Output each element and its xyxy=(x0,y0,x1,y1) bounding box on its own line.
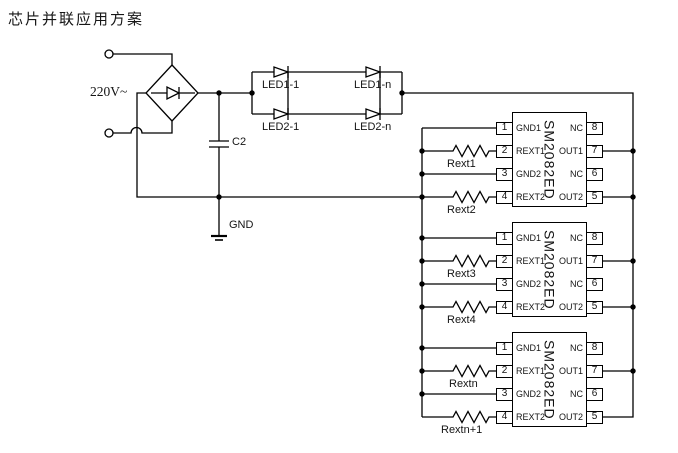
pin-3: 3 xyxy=(496,168,513,181)
pin-1: 1 xyxy=(496,122,513,135)
led2-first-label: LED2-1 xyxy=(262,121,300,133)
resistor-icon xyxy=(450,190,492,204)
wire-hop xyxy=(113,121,173,134)
resistor-label-rext3: Rext3 xyxy=(447,268,476,280)
pin-5: 5 xyxy=(586,411,603,424)
ac-source-label: 220V~ xyxy=(90,84,128,99)
pin-5: 5 xyxy=(586,301,603,314)
capacitor-label: C2 xyxy=(232,136,247,148)
resistor-label-rext2: Rext2 xyxy=(447,204,476,216)
pin-1: 1 xyxy=(496,342,513,355)
pin-3: 3 xyxy=(496,388,513,401)
chip-body xyxy=(512,222,587,317)
chip-sm2082ed-2: SM2082ED 1 2 3 4 8 7 6 5 GND1 REXT1 GND2… xyxy=(496,222,603,317)
pin-1: 1 xyxy=(496,232,513,245)
pin-label-nc: NC xyxy=(570,169,583,179)
pin-6: 6 xyxy=(586,388,603,401)
resistor-label-rext1: Rext1 xyxy=(447,158,476,170)
pin-label-gnd1: GND1 xyxy=(516,343,542,353)
led-matrix xyxy=(251,66,403,120)
chip-body xyxy=(512,112,587,207)
pin-4: 4 xyxy=(496,191,513,204)
pin-label-out1: OUT1 xyxy=(558,366,583,376)
pin-label-nc: NC xyxy=(570,343,583,353)
resistor-label-rextn1: Rextn+1 xyxy=(441,424,483,436)
pin-label-gnd1: GND1 xyxy=(516,123,542,133)
pin-8: 8 xyxy=(586,232,603,245)
pin-2: 2 xyxy=(496,145,513,158)
pin-label-rext2: REXT2 xyxy=(516,192,546,202)
pin-label-rext1: REXT1 xyxy=(516,366,546,376)
chip-body xyxy=(512,332,587,427)
resistor-icon xyxy=(450,410,492,424)
pin-label-nc: NC xyxy=(570,233,583,243)
pin-5: 5 xyxy=(586,191,603,204)
ground-label: GND xyxy=(229,219,254,231)
pin-4: 4 xyxy=(496,411,513,424)
chip-sm2082ed-1: SM2082ED 1 2 3 4 8 7 6 5 GND1 REXT1 GND2… xyxy=(496,112,603,207)
led1-first-label: LED1-1 xyxy=(262,79,300,91)
page-title: 芯片并联应用方案 xyxy=(8,11,145,28)
pin-6: 6 xyxy=(586,278,603,291)
pin-label-out2: OUT2 xyxy=(558,192,583,202)
pin-label-out1: OUT1 xyxy=(558,256,583,266)
resistor-icon xyxy=(450,364,492,378)
ground-symbol xyxy=(211,197,227,241)
led-diode-icon xyxy=(273,66,382,120)
pin-2: 2 xyxy=(496,255,513,268)
out-pin-wires xyxy=(603,150,633,372)
pin-label-gnd2: GND2 xyxy=(516,279,542,289)
pin-label-nc: NC xyxy=(570,279,583,289)
pin-label-gnd1: GND1 xyxy=(516,233,542,243)
chip-name: SM2082ED xyxy=(541,119,558,200)
pin-7: 7 xyxy=(586,255,603,268)
pin-label-nc: NC xyxy=(570,389,583,399)
pin-7: 7 xyxy=(586,365,603,378)
pin-label-out2: OUT2 xyxy=(558,302,583,312)
resistor-label-rext4: Rext4 xyxy=(447,314,476,326)
resistor-icon xyxy=(450,254,492,268)
resistor-symbols xyxy=(450,144,492,424)
resistor-label-rextn: Rextn xyxy=(449,378,478,390)
chip-name: SM2082ED xyxy=(541,229,558,310)
chip-name: SM2082ED xyxy=(541,339,558,420)
pin-label-gnd2: GND2 xyxy=(516,389,542,399)
pin-label-out2: OUT2 xyxy=(558,412,583,422)
chip-sm2082ed-3: SM2082ED 1 2 3 4 8 7 6 5 GND1 REXT1 GND2… xyxy=(496,332,603,427)
pin-label-rext2: REXT2 xyxy=(516,412,546,422)
pin-label-rext2: REXT2 xyxy=(516,302,546,312)
led2-last-label: LED2-n xyxy=(354,121,392,133)
pin-2: 2 xyxy=(496,365,513,378)
resistor-icon xyxy=(450,144,492,158)
ground-rail xyxy=(136,92,422,198)
diode-icon xyxy=(166,85,181,101)
pin-label-out1: OUT1 xyxy=(558,146,583,156)
led1-last-label: LED1-n xyxy=(354,79,392,91)
junction-dots xyxy=(216,90,636,397)
bridge-rectifier xyxy=(145,64,199,122)
pin-label-rext1: REXT1 xyxy=(516,146,546,156)
resistor-icon xyxy=(450,300,492,314)
pin-label-gnd2: GND2 xyxy=(516,169,542,179)
pin-8: 8 xyxy=(586,342,603,355)
output-rail xyxy=(402,92,634,418)
pin-4: 4 xyxy=(496,301,513,314)
pin-3: 3 xyxy=(496,278,513,291)
pin-6: 6 xyxy=(586,168,603,181)
pin-label-nc: NC xyxy=(570,123,583,133)
pin-8: 8 xyxy=(586,122,603,135)
pin-7: 7 xyxy=(586,145,603,158)
pin-label-rext1: REXT1 xyxy=(516,256,546,266)
capacitor-symbol xyxy=(209,93,229,197)
